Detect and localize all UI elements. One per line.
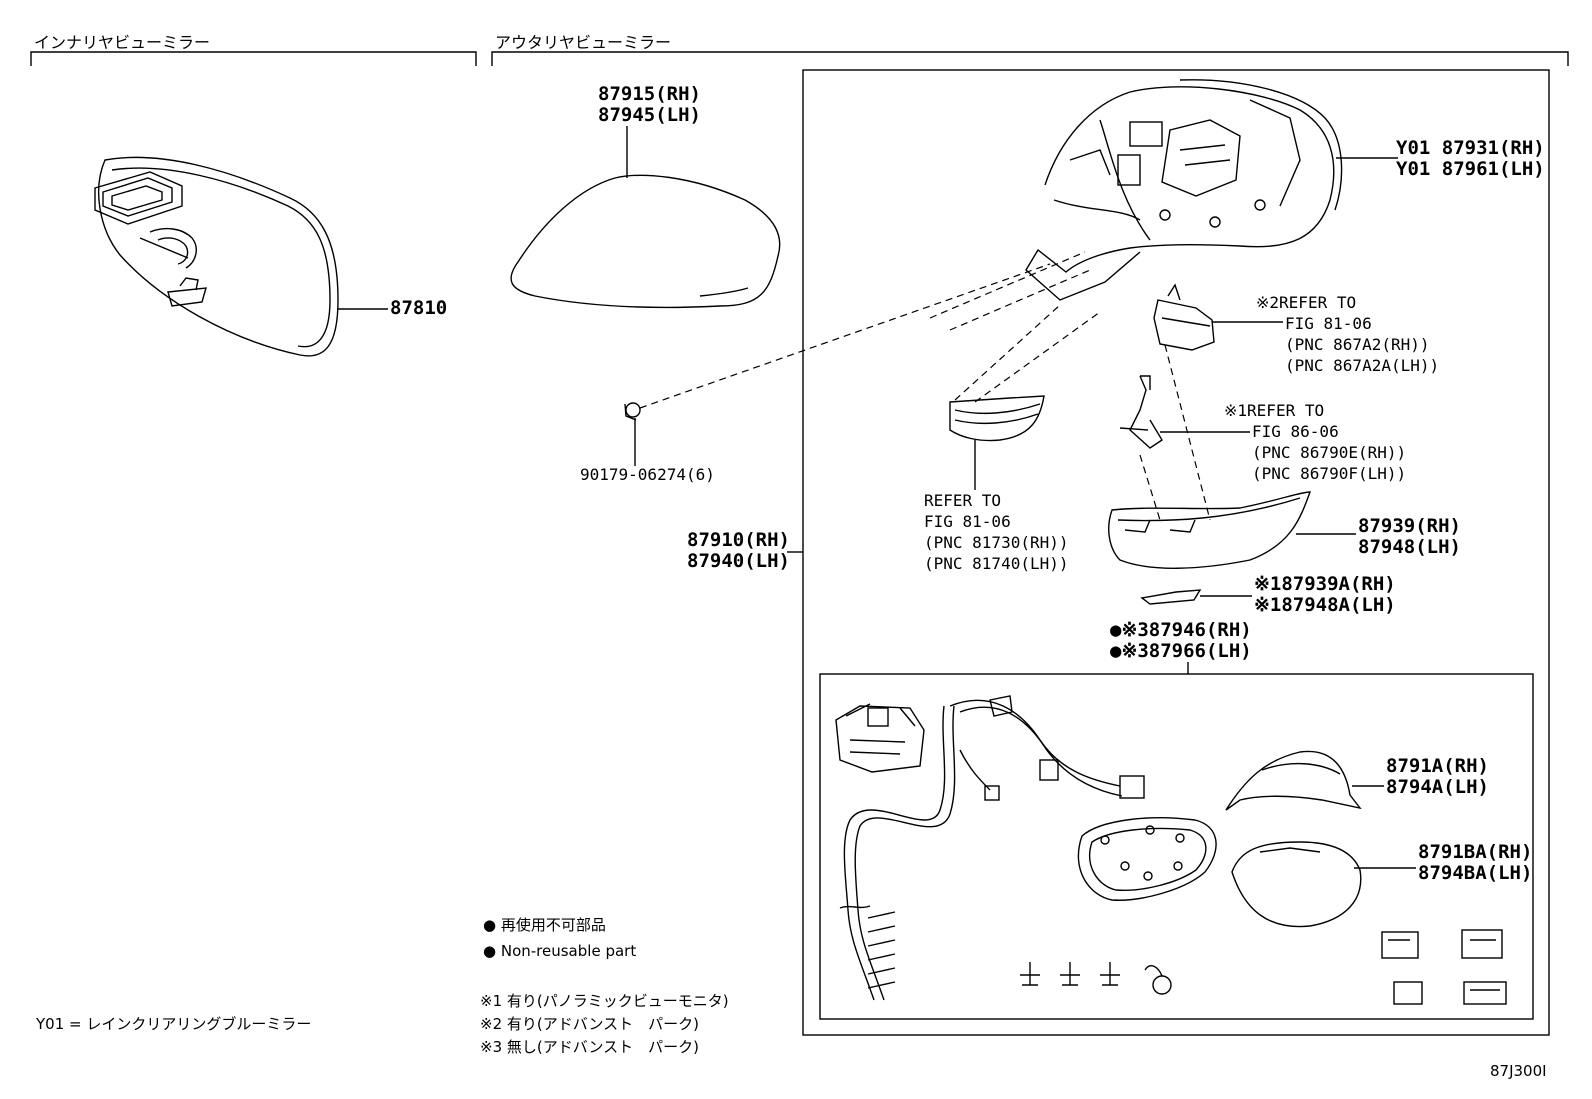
refer-r2-line3: (PNC 86790E(RH)) bbox=[1252, 443, 1407, 462]
part-8794ba[interactable]: 8794BA(LH) bbox=[1418, 862, 1533, 884]
part-87948[interactable]: 87948(LH) bbox=[1358, 536, 1461, 558]
part-87939[interactable]: 87939(RH) bbox=[1358, 515, 1461, 537]
harness-component-drawing bbox=[1119, 375, 1163, 449]
clip-drawing bbox=[624, 402, 641, 421]
part-87961[interactable]: Y01 87961(LH) bbox=[1396, 158, 1545, 180]
upper-cover-drawing bbox=[1225, 750, 1362, 811]
part-8794a[interactable]: 8794A(LH) bbox=[1386, 776, 1489, 798]
refer-r2-line4: (PNC 86790F(LH)) bbox=[1252, 464, 1407, 483]
refer-r2-line1: ※1REFER TO bbox=[1224, 401, 1325, 420]
screws-drawing bbox=[1020, 962, 1172, 995]
refer-r1-line1: ※2REFER TO bbox=[1256, 293, 1357, 312]
refer-r3-line4: (PNC 81740(LH)) bbox=[924, 554, 1069, 573]
part-90179[interactable]: 90179-06274(6) bbox=[580, 465, 715, 484]
part-87966[interactable]: ●※387966(LH) bbox=[1110, 640, 1252, 662]
connectors-drawing bbox=[1381, 929, 1507, 1005]
subkit-box bbox=[819, 673, 1534, 1020]
part-87910[interactable]: 87910(RH) bbox=[687, 529, 790, 551]
part-87946[interactable]: ●※387946(RH) bbox=[1110, 619, 1252, 641]
figure-code: 87J300I bbox=[1490, 1062, 1547, 1080]
inner-section-bracket bbox=[30, 51, 477, 66]
refer-r1-line2: FIG 81-06 bbox=[1285, 314, 1372, 333]
y01-note: Y01 = レインクリアリングブルーミラー bbox=[36, 1015, 312, 1033]
mirror-housing-drawing bbox=[1025, 79, 1343, 301]
inner-mirror-drawing bbox=[94, 156, 339, 357]
part-87931[interactable]: Y01 87931(RH) bbox=[1396, 137, 1545, 159]
part-8791a[interactable]: 8791A(RH) bbox=[1386, 755, 1489, 777]
wire-harness-drawing bbox=[839, 695, 1145, 1001]
motor-drawing bbox=[835, 703, 925, 773]
part-87915[interactable]: 87915(RH) bbox=[598, 83, 701, 105]
gasket-drawing bbox=[1077, 817, 1217, 901]
refer-r1-line3: (PNC 867A2(RH)) bbox=[1285, 335, 1430, 354]
part-8791ba[interactable]: 8791BA(RH) bbox=[1418, 841, 1533, 863]
refer-r3-line1: REFER TO bbox=[924, 491, 1002, 510]
part-87945[interactable]: 87945(LH) bbox=[598, 104, 701, 126]
part-87940[interactable]: 87940(LH) bbox=[687, 550, 790, 572]
refer-r3-line3: (PNC 81730(RH)) bbox=[924, 533, 1069, 552]
cover-87939a-drawing bbox=[1140, 589, 1202, 605]
outer-section-bracket bbox=[491, 51, 1569, 66]
mirror-base-drawing bbox=[1108, 491, 1311, 569]
note-2: ※2 有り(アドバンスト パーク) bbox=[480, 1015, 700, 1033]
lower-cover-drawing bbox=[1231, 841, 1362, 928]
section-outer-title: アウタリヤビューミラー bbox=[495, 33, 672, 52]
section-inner-title: インナリヤビューミラー bbox=[34, 33, 211, 52]
mounting-lines bbox=[639, 251, 1211, 521]
part-87810[interactable]: 87810 bbox=[390, 297, 448, 319]
part-87939a[interactable]: ※187939A(RH) bbox=[1254, 573, 1396, 595]
mirror-glass-drawing bbox=[510, 174, 781, 309]
note-3: ※3 無し(アドバンスト パーク) bbox=[480, 1038, 700, 1056]
legend-non-reusable-en: ● Non-reusable part bbox=[483, 942, 637, 960]
turn-lamp-drawing bbox=[949, 395, 1045, 442]
note-1: ※1 有り(パノラミックビューモニタ) bbox=[480, 992, 729, 1010]
camera-component-drawing bbox=[1153, 283, 1215, 351]
refer-r1-line4: (PNC 867A2A(LH)) bbox=[1285, 356, 1440, 375]
refer-r3-line2: FIG 81-06 bbox=[924, 512, 1011, 531]
part-87948a[interactable]: ※187948A(LH) bbox=[1254, 594, 1396, 616]
refer-r2-line2: FIG 86-06 bbox=[1252, 422, 1339, 441]
legend-non-reusable-jp: ● 再使用不可部品 bbox=[483, 916, 606, 934]
